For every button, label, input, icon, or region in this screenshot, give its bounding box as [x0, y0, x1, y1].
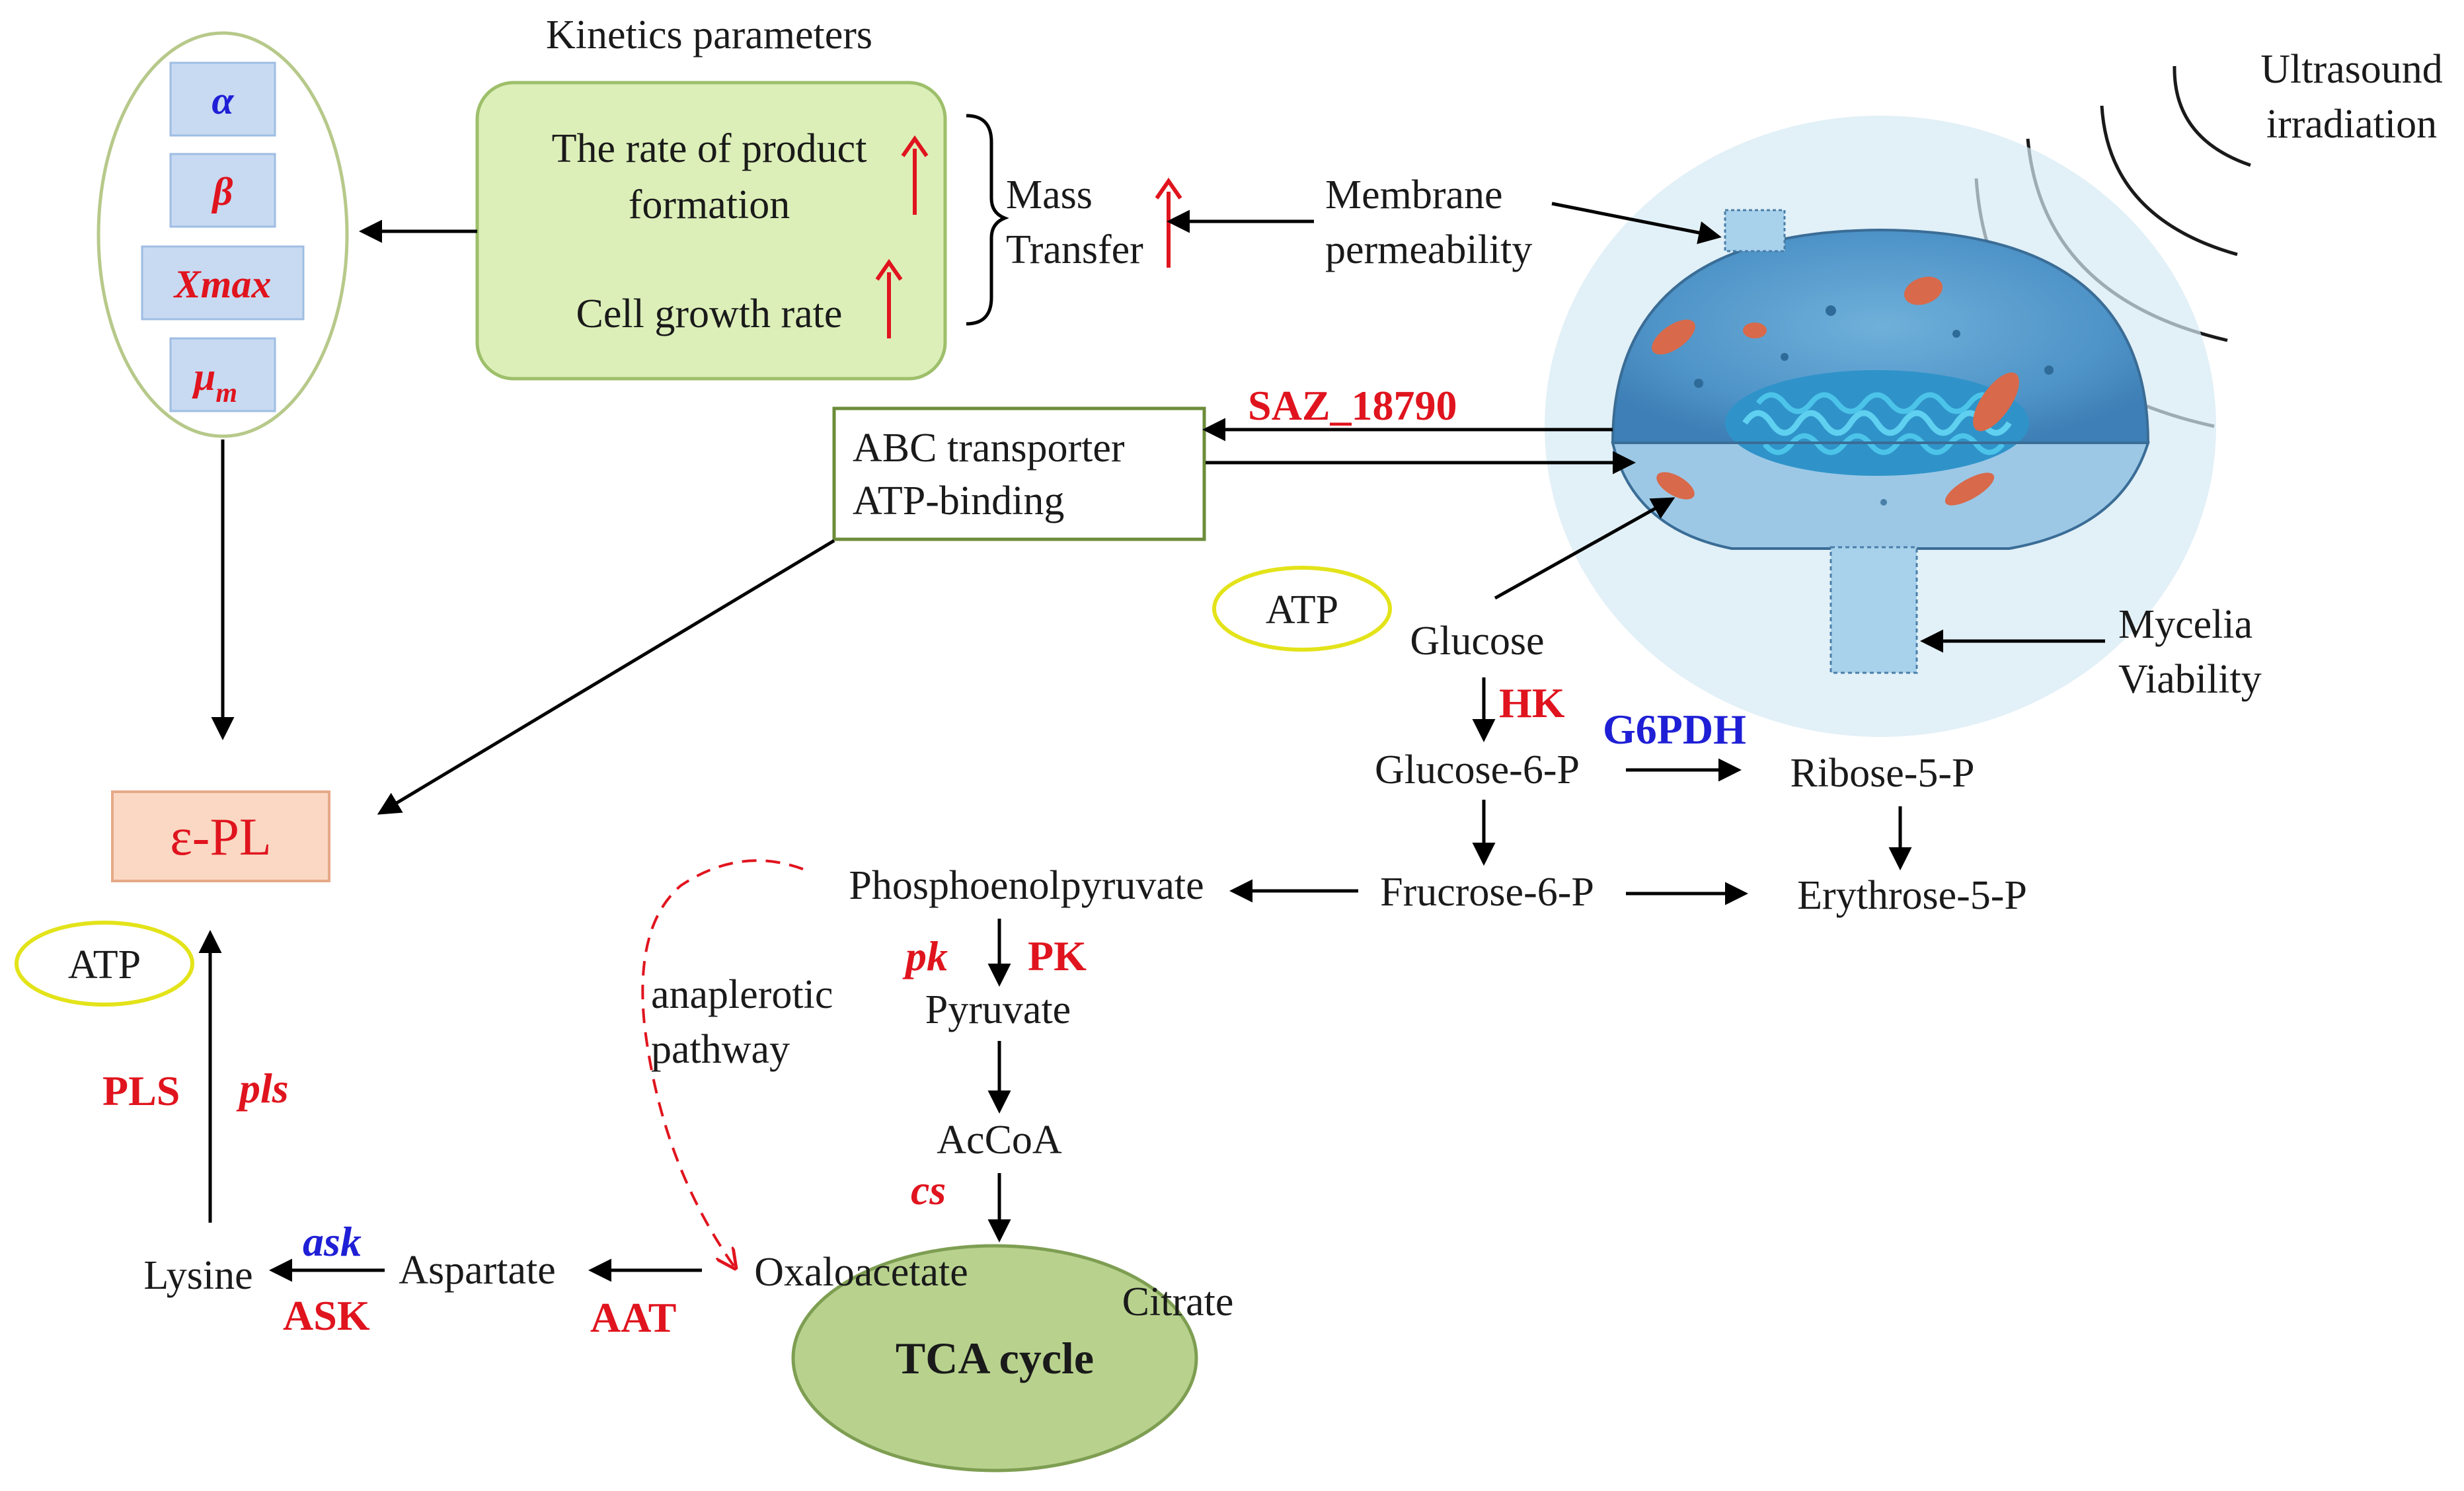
- param-alpha: α: [212, 79, 234, 122]
- param-xmax: Xmax: [173, 262, 272, 306]
- metabolite-citrate: Citrate: [1122, 1280, 1234, 1324]
- enzyme-pls: PLS: [102, 1067, 180, 1114]
- enzyme-pk: PK: [1028, 933, 1087, 979]
- gene-pls: pls: [236, 1065, 289, 1112]
- param-beta: β: [212, 170, 233, 213]
- abc-line2: ATP-binding: [853, 478, 1064, 523]
- metabolite-pyruvate: Pyruvate: [925, 987, 1071, 1032]
- ultrasound-line2: irradiation: [2266, 102, 2437, 147]
- abc-transporter-box: [832, 406, 1206, 541]
- arrow-membrane-to-cell: [1551, 202, 1722, 245]
- gene-pk: pk: [902, 933, 948, 979]
- kinetics-heading: Kinetics parameters: [546, 13, 872, 57]
- mycelia-line1: Mycelia: [2118, 602, 2252, 647]
- param-box-alpha: [169, 61, 276, 137]
- up-arrow-product-head-icon: [901, 135, 929, 157]
- mycelia-line2: Viability: [2118, 657, 2262, 702]
- product-label: ε-PL: [170, 808, 272, 866]
- gene-ask: ask: [303, 1218, 362, 1265]
- param-box-beta: [169, 153, 276, 228]
- metabolite-glucose: Glucose: [1410, 619, 1544, 664]
- arrow-abc-to-product: [377, 539, 835, 815]
- brace-icon: [966, 114, 1009, 326]
- param-mu: μm: [192, 355, 237, 408]
- parameter-group: α β Xmax μm: [96, 31, 349, 438]
- gene-saz: SAZ_18790: [1248, 382, 1457, 429]
- anaplerotic-line2: pathway: [651, 1027, 790, 1072]
- up-arrow-growth-head-icon: [875, 258, 903, 281]
- membrane-line2: permeability: [1325, 227, 1532, 272]
- enzyme-g6pdh: G6PDH: [1603, 706, 1746, 753]
- mass-transfer-line2: Transfer: [1006, 227, 1143, 272]
- metabolite-fructose-6-p: Frucrose-6-P: [1380, 870, 1594, 915]
- atp-label-left: ATP: [68, 942, 141, 987]
- product-rate-line2: formation: [629, 182, 790, 227]
- arrow-anaplerotic-dashed: [641, 859, 804, 1268]
- mass-transfer-line1: Mass: [1006, 172, 1093, 217]
- cell-growth-rate: Cell growth rate: [576, 291, 843, 336]
- ultrasound-line1: Ultrasound: [2260, 47, 2443, 92]
- parameter-ellipse: [96, 31, 349, 438]
- up-arrow-mass-head-icon: [1155, 177, 1182, 200]
- enzyme-aat: AAT: [590, 1294, 676, 1341]
- metabolite-lysine: Lysine: [143, 1253, 252, 1298]
- gene-cs: cs: [911, 1166, 946, 1213]
- metabolite-oxaloacetate: Oxaloacetate: [754, 1250, 968, 1295]
- param-box-mu: [169, 337, 276, 412]
- product-rate-line1: The rate of product: [552, 126, 867, 171]
- product-box: [111, 790, 330, 882]
- anaplerotic-line1: anaplerotic: [651, 972, 833, 1017]
- metabolite-ribose-5-p: Ribose-5-P: [1790, 751, 1975, 796]
- membrane-line1: Membrane: [1325, 172, 1503, 217]
- metabolite-accoa: AcCoA: [937, 1118, 1062, 1163]
- atp-label-right: ATP: [1266, 588, 1338, 632]
- enzyme-hk: HK: [1499, 679, 1565, 726]
- metabolite-aspartate: Aspartate: [399, 1248, 556, 1293]
- atp-oval-left-icon: [15, 921, 194, 1007]
- abc-line1: ABC transporter: [853, 426, 1125, 471]
- arrow-glucose-to-cell: [1494, 497, 1675, 600]
- metabolite-erythrose-5-p: Erythrose-5-P: [1797, 873, 2027, 918]
- tca-cycle: [791, 1244, 1198, 1472]
- enzyme-ask: ASK: [283, 1292, 370, 1339]
- metabolite-phosphoenolpyruvate: Phosphoenolpyruvate: [849, 863, 1204, 908]
- arrows: [198, 202, 2105, 1282]
- cell-illustration: [1545, 116, 2216, 737]
- metabolite-glucose-6-p: Glucose-6-P: [1375, 747, 1580, 792]
- atp-oval-right-icon: [1212, 566, 1392, 652]
- tca-label: TCA cycle: [896, 1333, 1094, 1383]
- param-box-xmax: [141, 245, 305, 321]
